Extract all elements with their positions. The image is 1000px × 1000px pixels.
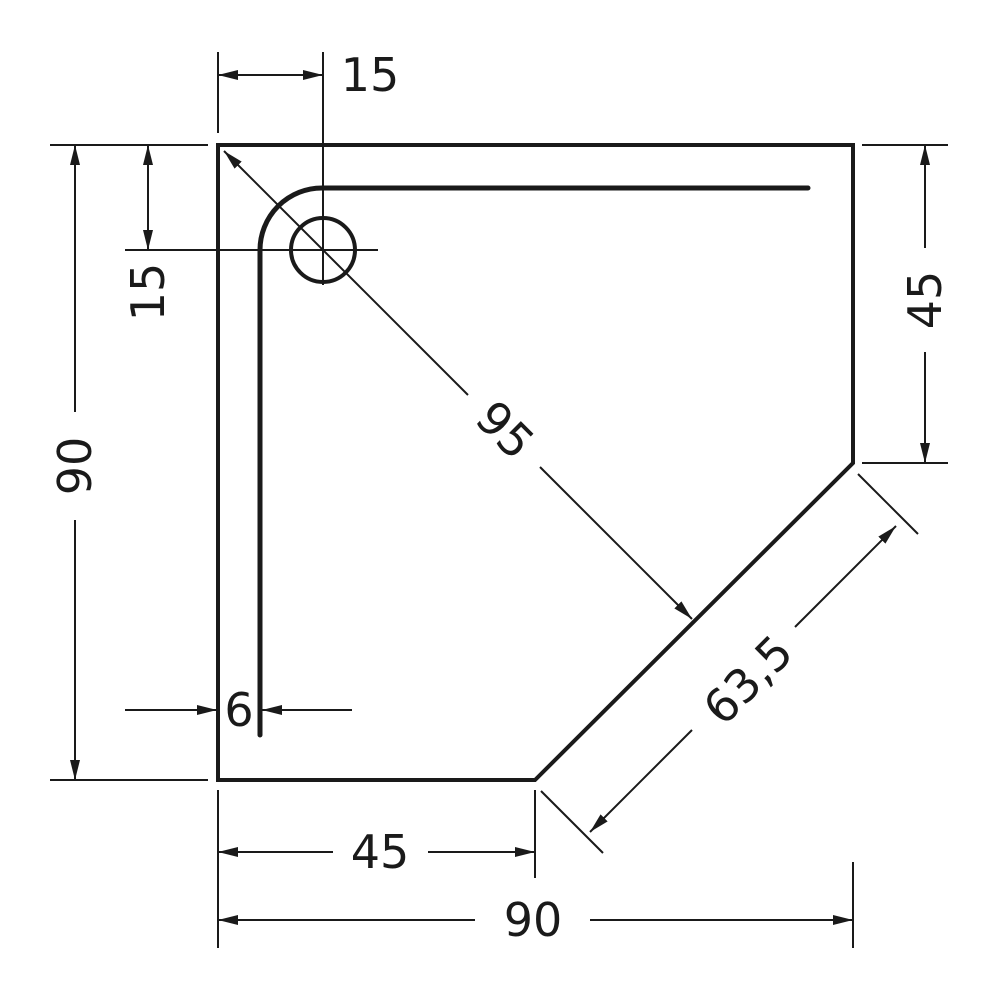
label-depth: 90 <box>48 437 102 496</box>
label-right-side: 45 <box>898 271 952 330</box>
label-rim: 6 <box>224 683 253 737</box>
label-drain-y: 15 <box>121 263 175 322</box>
dim-line-angled-b <box>589 729 693 833</box>
label-drain-x: 15 <box>341 48 400 102</box>
label-width: 90 <box>504 893 563 947</box>
dim-line-diagonal-a <box>223 150 469 396</box>
dim-line-angled-a <box>794 525 897 628</box>
dim-line-diagonal-b <box>539 466 693 620</box>
label-bottom-side: 45 <box>351 825 410 879</box>
label-angled-side: 63,5 <box>693 625 804 736</box>
